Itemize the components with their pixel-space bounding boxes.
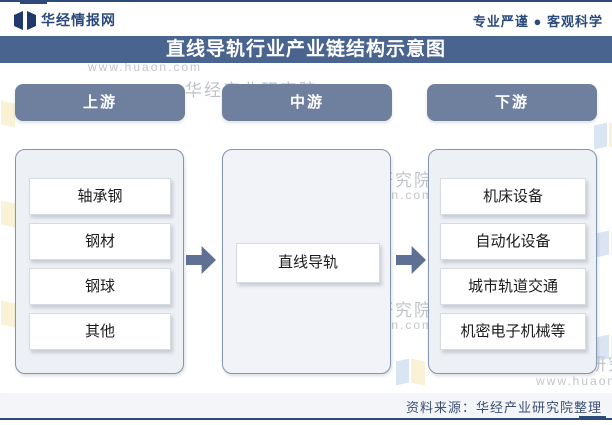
stage-pill-upstream: 上游 [15,84,185,121]
header-tagline: 专业严谨 ● 客观科学 [472,14,603,29]
stage-pill-midstream: 中游 [222,84,392,121]
upstream-item: 钢球 [29,268,171,305]
stage-pill-downstream: 下游 [427,84,597,121]
watermark-url: www.huaon.com [536,374,612,388]
downstream-item: 自动化设备 [440,223,586,260]
downstream-item: 机密电子机械等 [440,313,586,350]
source-note: 资料来源：华经产业研究院整理 [405,400,602,415]
watermark-logo-icon [394,356,428,390]
midstream-item: 直线导轨 [236,243,380,283]
top-border-line [0,0,612,2]
watermark-logo-icon [592,120,612,154]
right-block-arrow-icon [396,246,426,274]
upstream-item: 轴承钢 [29,178,171,215]
footer-band [0,393,612,418]
bottom-border-accent [579,416,606,420]
bottom-border-line [0,418,612,420]
header: 华经情报网 专业严谨 ● 客观科学 [0,6,612,34]
huajing-logo-icon [14,11,36,30]
downstream-item: 城市轨道交通 [440,268,586,305]
downstream-container: 机床设备 自动化设备 城市轨道交通 机密电子机械等 [428,149,597,374]
page-title: 直线导轨行业产业链结构示意图 [0,36,612,63]
midstream-container: 直线导轨 [222,149,391,374]
brand-name: 华经情报网 [41,12,116,28]
top-border-accent [20,0,47,4]
upstream-container: 轴承钢 钢材 钢球 其他 [15,149,184,374]
downstream-item: 机床设备 [440,178,586,215]
upstream-item: 钢材 [29,223,171,260]
upstream-item: 其他 [29,313,171,350]
right-block-arrow-icon [186,246,216,274]
